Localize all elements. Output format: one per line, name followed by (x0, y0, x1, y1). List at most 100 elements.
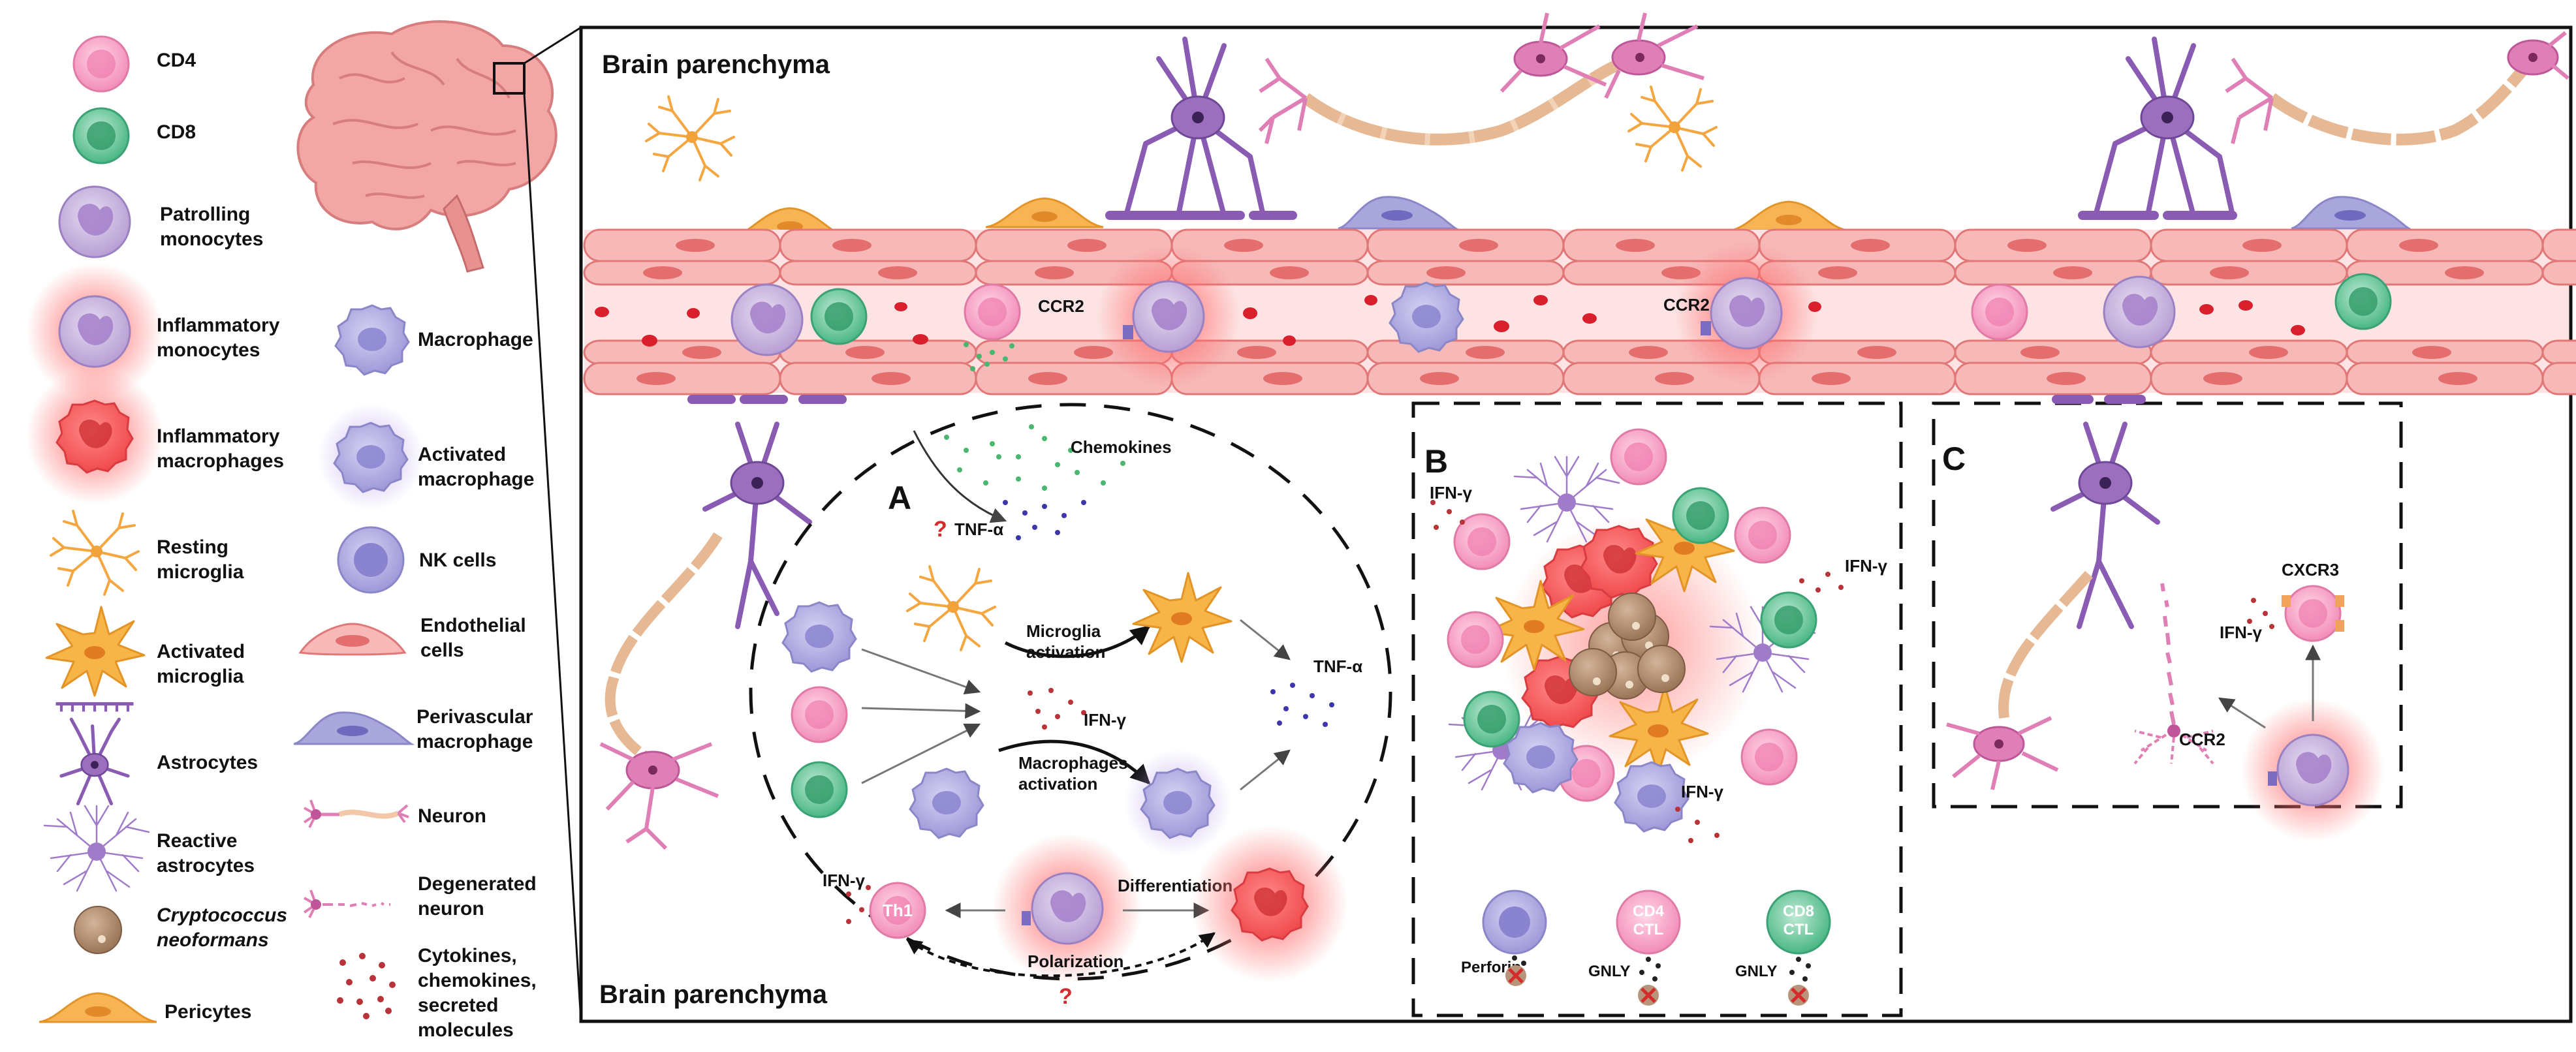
arrow (1240, 749, 1291, 791)
endothelial-cell (2346, 228, 2544, 262)
cd4-icon (1971, 283, 2028, 341)
brain-icon (296, 20, 558, 230)
tnf-alpha-label-2: TNF-α (1313, 657, 1362, 676)
polarization-label: Polarization (1028, 951, 1123, 971)
legend-label-neuron: Neuron (418, 805, 486, 827)
inflammatory-monocyte-icon (1710, 277, 1783, 350)
endothelial-nucleus (1270, 266, 1309, 279)
endothelial-nucleus (643, 266, 682, 279)
panel-b: B IFN-γ (1411, 401, 1903, 1017)
endothelial-nucleus (1028, 372, 1067, 385)
degenerated-neuron-icon (303, 890, 390, 918)
cd4-icon (1734, 506, 1791, 564)
neuron-icon (2225, 31, 2569, 146)
cd8-icon (810, 288, 868, 345)
arrow-microglia-activation (1004, 625, 1151, 658)
patrolling-monocyte-icon (2103, 275, 2176, 348)
chemokine-dots (964, 342, 1014, 371)
cd4-icon (964, 283, 1021, 341)
tnf-alpha-label-1: TNF-α (954, 519, 1003, 539)
lower-left-neurons (599, 395, 847, 850)
endothelial-cell (779, 228, 977, 262)
inflammatory-monocyte-icon (58, 295, 131, 368)
pericyte-icon (984, 197, 1105, 228)
inflammatory-monocyte-icon (1031, 872, 1104, 945)
cd4-icon (1610, 428, 1667, 486)
myelinated-axon (605, 532, 723, 762)
endothelial-nucleus (1818, 266, 1857, 279)
macrophage-icon (909, 767, 984, 839)
zoom-line-top (524, 26, 582, 65)
endothelial-nucleus (2445, 266, 2484, 279)
endothelial-nucleus (878, 266, 917, 279)
macrophage-icon (781, 601, 857, 673)
perivascular-macrophage-icon (1337, 196, 1457, 230)
cd8-icon (1463, 690, 1520, 748)
endothelial-nucleus (2242, 239, 2282, 252)
resting-microglia-icon (50, 510, 140, 596)
ifn-gamma-label: IFN-γ (1084, 710, 1127, 730)
ccr2-label-1: CCR2 (1038, 296, 1084, 316)
endothelial-cell (583, 362, 781, 395)
ifn-dots (1430, 500, 1844, 843)
cd8-icon (2334, 273, 2392, 330)
endothelial-cell (2541, 339, 2576, 365)
ccr2-label-2: CCR2 (1663, 295, 1710, 315)
endothelial-cell (2541, 228, 2576, 262)
ifn-dots (2247, 598, 2274, 629)
endothelial-nucleus (2047, 372, 2086, 385)
astrocyte-icon (55, 702, 134, 804)
endothelial-nucleus (2412, 346, 2451, 359)
ifn-gamma-label-3: IFN-γ (1681, 782, 1724, 801)
neuron-icon (303, 799, 409, 828)
cryptococcus-icon (1637, 645, 1686, 693)
tnf-dots (1003, 500, 1086, 540)
endothelial-nucleus (2020, 346, 2060, 359)
ccr2-receptor (2268, 771, 2277, 786)
granule-dots (1512, 955, 1811, 982)
endothelial-cell (2541, 260, 2576, 286)
cryptococcus-icon (1569, 648, 1617, 696)
endothelial-nucleus (1420, 372, 1459, 385)
zoom-line-bottom (523, 93, 582, 1022)
astrocyte-icon (2093, 37, 2235, 218)
resting-microglia-icon (645, 95, 735, 181)
endothelial-nucleus (1857, 346, 1896, 359)
endothelial-cell (1954, 228, 2152, 262)
endothelial-cell (2150, 362, 2348, 395)
cd4-icon (1447, 611, 1504, 668)
arrow-chemokines (913, 430, 1007, 523)
region-label-top: Brain parenchyma (602, 50, 830, 79)
ccr2-receptor (1022, 911, 1031, 925)
chemokines-label: Chemokines (1071, 437, 1172, 457)
endothelial-nucleus (1851, 239, 1890, 252)
panel-c-letter: C (1942, 441, 1966, 477)
vessel-cells (595, 241, 2392, 388)
neuron-icon (1258, 12, 1704, 146)
cytokine-icon (337, 953, 396, 1019)
cd8-icon (72, 107, 130, 164)
endothelial-nucleus (2249, 346, 2288, 359)
endothelial-nucleus (1459, 239, 1498, 252)
panel-b-border (1411, 401, 1903, 1017)
endothelial-nucleus (682, 346, 721, 359)
endothelial-nucleus (1263, 372, 1302, 385)
legend-label-nk-cells: NK cells (419, 549, 496, 571)
cd4-ctl-icon (1616, 890, 1681, 955)
legend-label-cd4: CD4 (157, 50, 196, 71)
arrow-polarization (906, 932, 1216, 978)
gnly-label-2: GNLY (1735, 963, 1777, 980)
neuron-icon (599, 742, 719, 850)
cd4-icon (791, 686, 848, 743)
